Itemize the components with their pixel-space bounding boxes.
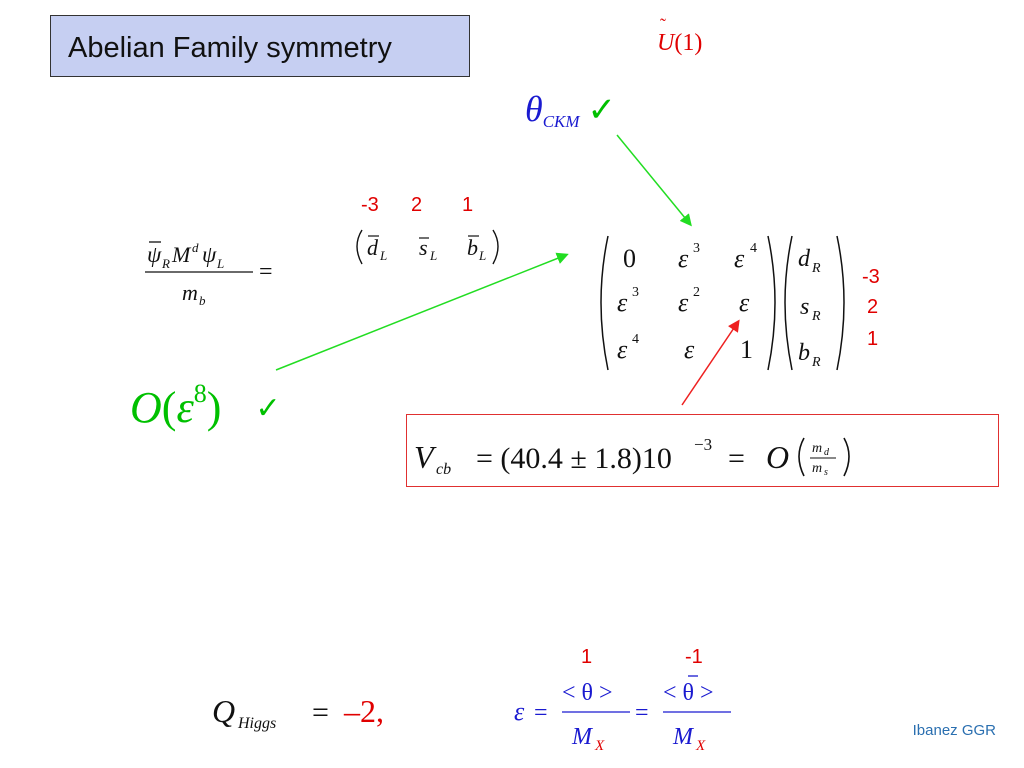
svg-text:L: L (478, 248, 486, 263)
svg-text:X: X (695, 738, 706, 754)
svg-text:m: m (182, 280, 198, 305)
svg-text:< θ >: < θ > (562, 680, 613, 706)
order-term: O(ε8) ✓ (130, 379, 281, 432)
author-credit: Ibanez GGR (912, 722, 996, 739)
svg-text:cb: cb (436, 461, 451, 478)
row-charge-1: -3 (361, 194, 379, 216)
svg-text:R: R (811, 355, 821, 370)
col-charge-1: -3 (862, 266, 880, 288)
svg-text:−3: −3 (694, 435, 712, 454)
vcb-box (406, 414, 999, 487)
svg-text:ε: ε (617, 335, 628, 364)
svg-text:O: O (766, 439, 789, 475)
svg-text:3: 3 (693, 241, 700, 256)
svg-text:M: M (171, 242, 192, 267)
svg-text:ε: ε (678, 288, 689, 317)
svg-text:=: = (534, 700, 548, 726)
svg-text:ε: ε (684, 335, 695, 364)
svg-text:R: R (161, 256, 170, 271)
svg-text:m: m (812, 461, 822, 476)
check-icon: ✓ (255, 392, 281, 425)
svg-text:2: 2 (693, 285, 700, 300)
svg-text:ε: ε (734, 244, 745, 273)
svg-text:ε: ε (739, 288, 750, 317)
vcb-equation: V cb = (40.4 ± 1.8)10 −3 = O m d m s (414, 435, 850, 478)
svg-text:d: d (824, 447, 830, 458)
svg-text:d: d (367, 235, 379, 260)
theta-charge: 1 (581, 646, 593, 668)
svg-text:s: s (824, 467, 828, 478)
title-box: Abelian Family symmetry (50, 15, 470, 77)
svg-text:4: 4 (750, 241, 757, 256)
mass-matrix: 0 ε 3 ε 4 ε 3 ε 2 ε ε 4 ε 1 d R s R b R (600, 235, 845, 371)
col-charge-3: 1 (867, 328, 879, 350)
arrow-ckm-to-matrix (616, 134, 692, 227)
svg-text:=: = (312, 696, 329, 729)
svg-text:< θ >: < θ > (663, 680, 714, 706)
svg-text:ε: ε (617, 288, 628, 317)
svg-text:R: R (811, 261, 821, 276)
svg-text:0: 0 (623, 244, 636, 273)
svg-text:ε: ε (514, 697, 525, 726)
higgs-charge: Q Higgs = –2, (212, 693, 384, 732)
svg-text:s: s (419, 235, 428, 260)
svg-text:d: d (798, 246, 811, 272)
svg-text:L: L (216, 256, 224, 271)
svg-text:ψ: ψ (202, 242, 217, 267)
svg-text:b: b (467, 235, 478, 260)
svg-text:= (40.4 ± 1.8)10: = (40.4 ± 1.8)10 (476, 442, 672, 475)
svg-text:V: V (414, 439, 437, 475)
theta-bar-charge: -1 (685, 646, 703, 668)
page-title: Abelian Family symmetry (68, 32, 392, 64)
epsilon-formula: ε = < θ > M X = < θ > M X (514, 675, 731, 754)
row-vector: d L s L b L (356, 229, 499, 265)
svg-text:–2,: –2, (343, 693, 384, 729)
svg-text:L: L (379, 248, 387, 263)
svg-text:s: s (800, 294, 809, 320)
svg-text:M: M (672, 724, 695, 750)
svg-text:ε: ε (678, 244, 689, 273)
arrow-vcb-to-epsilon (681, 319, 740, 406)
u1-label: U˜(1) (657, 15, 703, 56)
check-icon: ✓ (587, 92, 617, 129)
row-charge-2: 2 (411, 194, 423, 216)
svg-text:=: = (728, 442, 745, 475)
svg-text:X: X (594, 738, 605, 754)
theta-ckm: θCKM ✓ (525, 89, 617, 131)
svg-text:4: 4 (632, 332, 639, 347)
row-charge-3: 1 (462, 194, 474, 216)
col-charge-2: 2 (867, 296, 879, 318)
svg-text:b: b (199, 293, 206, 308)
svg-text:d: d (192, 240, 199, 255)
arrow-order-to-matrix (275, 252, 569, 371)
svg-text:Q: Q (212, 693, 235, 729)
svg-text:R: R (811, 309, 821, 324)
svg-text:b: b (798, 340, 810, 366)
svg-text:m: m (812, 441, 822, 456)
svg-text:ψ: ψ (147, 242, 162, 267)
svg-text:3: 3 (632, 285, 639, 300)
svg-text:=: = (635, 700, 649, 726)
svg-text:1: 1 (740, 335, 753, 364)
svg-text:M: M (571, 724, 594, 750)
svg-text:=: = (259, 259, 273, 285)
svg-text:L: L (429, 248, 437, 263)
lhs-fraction: ψ R M d ψ L m b = (145, 240, 273, 308)
svg-text:Higgs: Higgs (237, 715, 276, 732)
